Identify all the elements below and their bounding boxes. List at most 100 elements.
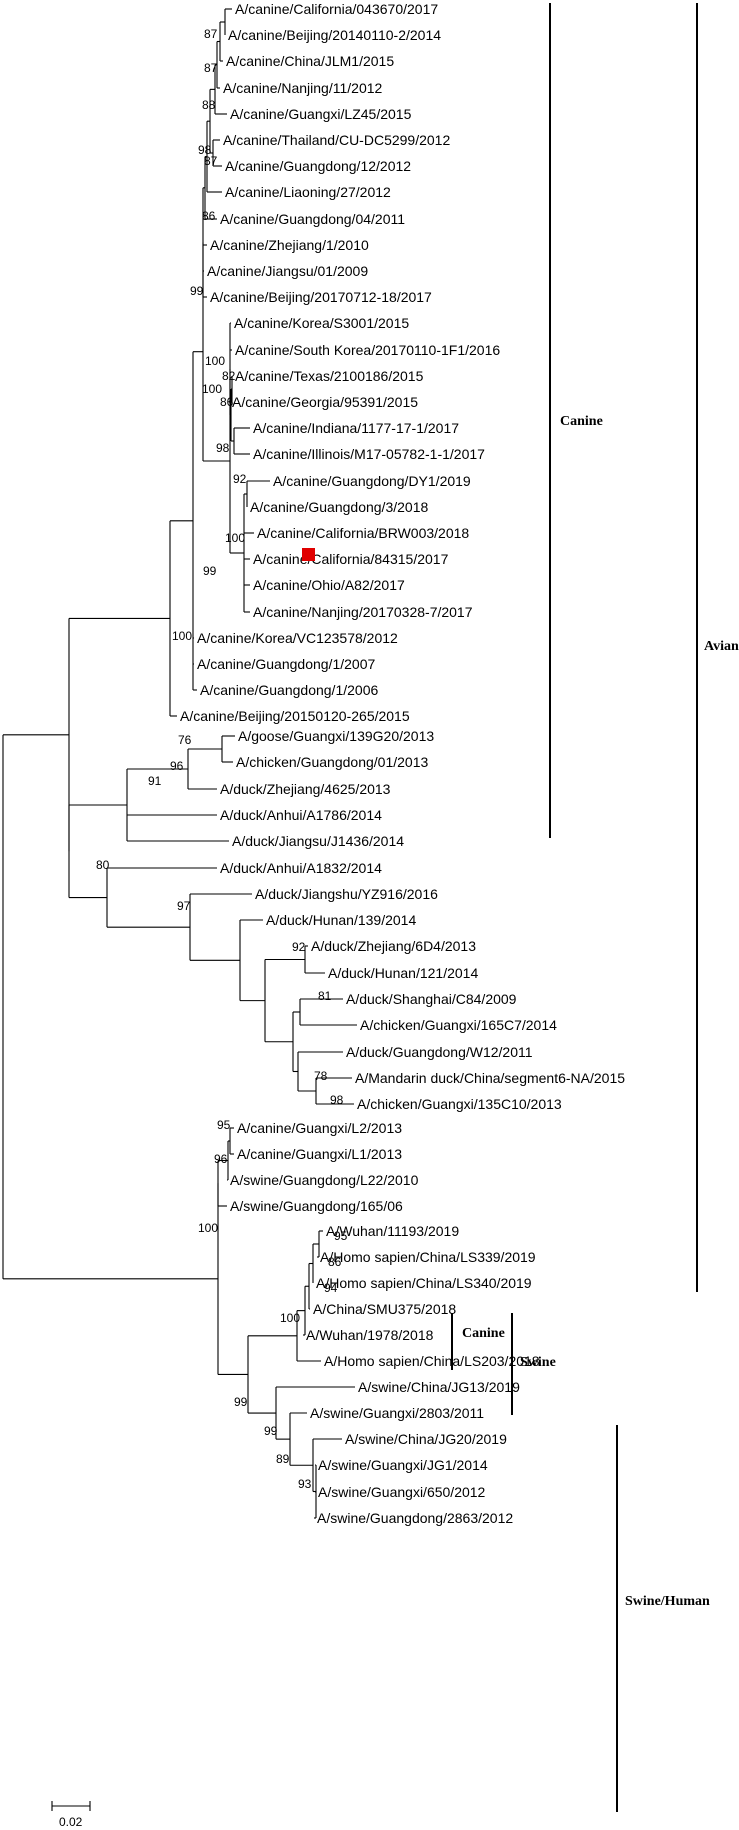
group-label-swine-human: Swine/Human bbox=[625, 1594, 710, 1609]
bootstrap-value: 100 bbox=[280, 1311, 300, 1325]
bootstrap-value: 97 bbox=[177, 899, 191, 913]
bootstrap-value: 100 bbox=[225, 531, 245, 545]
taxon-label: A/canine/Jiangsu/01/2009 bbox=[207, 263, 368, 279]
taxon-label: A/chicken/Guangxi/135C10/2013 bbox=[357, 1096, 562, 1112]
taxon-label: A/canine/Georgia/95391/2015 bbox=[232, 394, 418, 410]
bootstrap-value: 99 bbox=[190, 284, 204, 298]
taxon-label: A/canine/California/84315/2017 bbox=[253, 551, 449, 567]
bootstrap-value: 96 bbox=[170, 759, 184, 773]
taxon-label: A/Mandarin duck/China/segment6-NA/2015 bbox=[355, 1070, 625, 1086]
bootstrap-value: 81 bbox=[318, 989, 332, 1003]
taxon-label: A/Wuhan/11193/2019 bbox=[326, 1223, 459, 1239]
taxon-label: A/canine/Beijing/20170712-18/2017 bbox=[210, 289, 432, 305]
taxon-label: A/canine/Guangdong/1/2006 bbox=[200, 682, 378, 698]
bootstrap-value: 92 bbox=[292, 940, 306, 954]
bootstrap-value: 100 bbox=[202, 382, 222, 396]
taxon-label: A/canine/Liaoning/27/2012 bbox=[225, 184, 391, 200]
taxon-labels: A/canine/California/043670/2017A/canine/… bbox=[180, 1, 625, 1526]
taxon-label: A/chicken/Guangxi/165C7/2014 bbox=[360, 1017, 557, 1033]
taxon-label: A/Homo sapien/China/LS339/2019 bbox=[320, 1249, 536, 1265]
taxon-label: A/canine/Ohio/A82/2017 bbox=[253, 577, 405, 593]
bootstrap-value: 89 bbox=[276, 1452, 290, 1466]
bootstrap-value: 92 bbox=[233, 472, 247, 486]
taxon-label: A/Wuhan/1978/2018 bbox=[306, 1327, 434, 1343]
taxon-label: A/Homo sapien/China/LS340/2019 bbox=[316, 1275, 532, 1291]
taxon-label: A/canine/Korea/VC123578/2012 bbox=[197, 630, 398, 646]
bootstrap-value: 88 bbox=[202, 98, 216, 112]
taxon-label: A/canine/China/JLM1/2015 bbox=[226, 53, 394, 69]
taxon-label: A/duck/Guangdong/W12/2011 bbox=[346, 1044, 533, 1060]
bootstrap-value: 91 bbox=[148, 774, 162, 788]
bootstrap-value: 86 bbox=[202, 209, 216, 223]
taxon-label: A/canine/Beijing/20150120-265/2015 bbox=[180, 708, 410, 724]
bootstrap-value: 98 bbox=[198, 143, 212, 157]
taxon-label: A/duck/Anhui/A1786/2014 bbox=[220, 807, 382, 823]
taxon-label: A/canine/Guangdong/04/2011 bbox=[220, 211, 405, 227]
bootstrap-value: 100 bbox=[198, 1221, 218, 1235]
bootstrap-value: 80 bbox=[96, 858, 110, 872]
bootstrap-value: 86 bbox=[328, 1255, 342, 1269]
taxon-label: A/canine/Beijing/20140110-2/2014 bbox=[228, 27, 441, 43]
taxon-label: A/canine/Nanjing/20170328-7/2017 bbox=[253, 604, 473, 620]
taxon-label: A/swine/China/JG13/2019 bbox=[358, 1379, 520, 1395]
taxon-label: A/canine/Guangxi/L2/2013 bbox=[237, 1120, 402, 1136]
taxon-label: A/swine/Guangdong/165/06 bbox=[230, 1198, 403, 1214]
taxon-label: A/swine/Guangdong/2863/2012 bbox=[317, 1510, 513, 1526]
taxon-label: A/canine/Texas/2100186/2015 bbox=[235, 368, 424, 384]
taxon-label: A/chicken/Guangdong/01/2013 bbox=[236, 754, 428, 770]
taxon-label: A/canine/Guangdong/1/2007 bbox=[197, 656, 375, 672]
taxon-label: A/swine/Guangxi/JG1/2014 bbox=[318, 1457, 488, 1473]
bootstrap-value: 95 bbox=[217, 1118, 231, 1132]
bootstrap-value: 87 bbox=[204, 61, 218, 75]
bootstrap-value: 96 bbox=[214, 1152, 228, 1166]
taxon-label: A/canine/California/043670/2017 bbox=[235, 1, 438, 17]
taxon-label: A/duck/Jiangshu/YZ916/2016 bbox=[255, 886, 438, 902]
taxon-label: A/duck/Zhejiang/6D4/2013 bbox=[311, 938, 476, 954]
taxon-label: A/duck/Hunan/121/2014 bbox=[328, 965, 478, 981]
bootstrap-value: 87 bbox=[204, 154, 218, 168]
group-label-canine: Canine bbox=[560, 414, 603, 429]
bootstrap-value: 98 bbox=[330, 1093, 344, 1107]
bootstrap-value: 86 bbox=[220, 395, 234, 409]
taxon-label: A/canine/Korea/S3001/2015 bbox=[234, 315, 409, 331]
bootstrap-value: 99 bbox=[203, 564, 217, 578]
taxon-label: A/goose/Guangxi/139G20/2013 bbox=[238, 728, 434, 744]
taxon-label: A/canine/Thailand/CU-DC5299/2012 bbox=[223, 132, 450, 148]
taxon-label: A/canine/Zhejiang/1/2010 bbox=[210, 237, 369, 253]
bootstrap-value: 87 bbox=[204, 27, 218, 41]
taxon-label: A/swine/Guangxi/650/2012 bbox=[318, 1484, 486, 1500]
taxon-label: A/swine/Guangdong/L22/2010 bbox=[230, 1172, 419, 1188]
taxon-label: A/canine/Indiana/1177-17-1/2017 bbox=[253, 420, 459, 436]
taxon-label: A/Homo sapien/China/LS203/2018 bbox=[324, 1353, 540, 1369]
taxon-label: A/canine/Illinois/M17-05782-1-1/2017 bbox=[253, 446, 485, 462]
taxon-label: A/canine/Nanjing/11/2012 bbox=[223, 80, 383, 96]
bootstrap-value: 93 bbox=[298, 1477, 312, 1491]
bootstrap-value: 95 bbox=[334, 1229, 348, 1243]
bootstrap-value: 100 bbox=[205, 354, 225, 368]
taxon-label: A/canine/Guangdong/12/2012 bbox=[225, 158, 411, 174]
taxon-label: A/canine/South Korea/20170110-1F1/2016 bbox=[235, 342, 500, 358]
group-label-swine: Swine bbox=[520, 1355, 556, 1370]
taxon-label: A/swine/Guangxi/2803/2011 bbox=[310, 1405, 484, 1421]
taxon-label: A/duck/Hunan/139/2014 bbox=[266, 912, 416, 928]
bootstrap-value: 76 bbox=[178, 733, 192, 747]
highlight-marker bbox=[302, 548, 315, 561]
bootstrap-value: 99 bbox=[234, 1395, 248, 1409]
taxon-label: A/canine/Guangdong/3/2018 bbox=[250, 499, 428, 515]
taxon-label: A/canine/California/BRW003/2018 bbox=[257, 525, 469, 541]
taxon-label: A/duck/Anhui/A1832/2014 bbox=[220, 860, 382, 876]
group-label-canine-small: Canine bbox=[462, 1326, 505, 1341]
bootstrap-value: 98 bbox=[216, 441, 230, 455]
scale-bar: 0.02 bbox=[51, 1801, 91, 1829]
bootstrap-value: 94 bbox=[324, 1281, 338, 1295]
bootstrap-value: 100 bbox=[172, 629, 192, 643]
bootstrap-value: 82 bbox=[222, 369, 236, 383]
taxon-label: A/canine/Guangxi/LZ45/2015 bbox=[230, 106, 412, 122]
taxon-label: A/China/SMU375/2018 bbox=[313, 1301, 456, 1317]
group-label-avian: Avian bbox=[704, 639, 739, 654]
taxon-label: A/duck/Zhejiang/4625/2013 bbox=[220, 781, 391, 797]
scale-bar-label: 0.02 bbox=[59, 1815, 83, 1829]
taxon-label: A/duck/Jiangsu/J1436/2014 bbox=[232, 833, 404, 849]
bootstrap-values: 8787889887869910082861009892100991007696… bbox=[96, 27, 348, 1491]
